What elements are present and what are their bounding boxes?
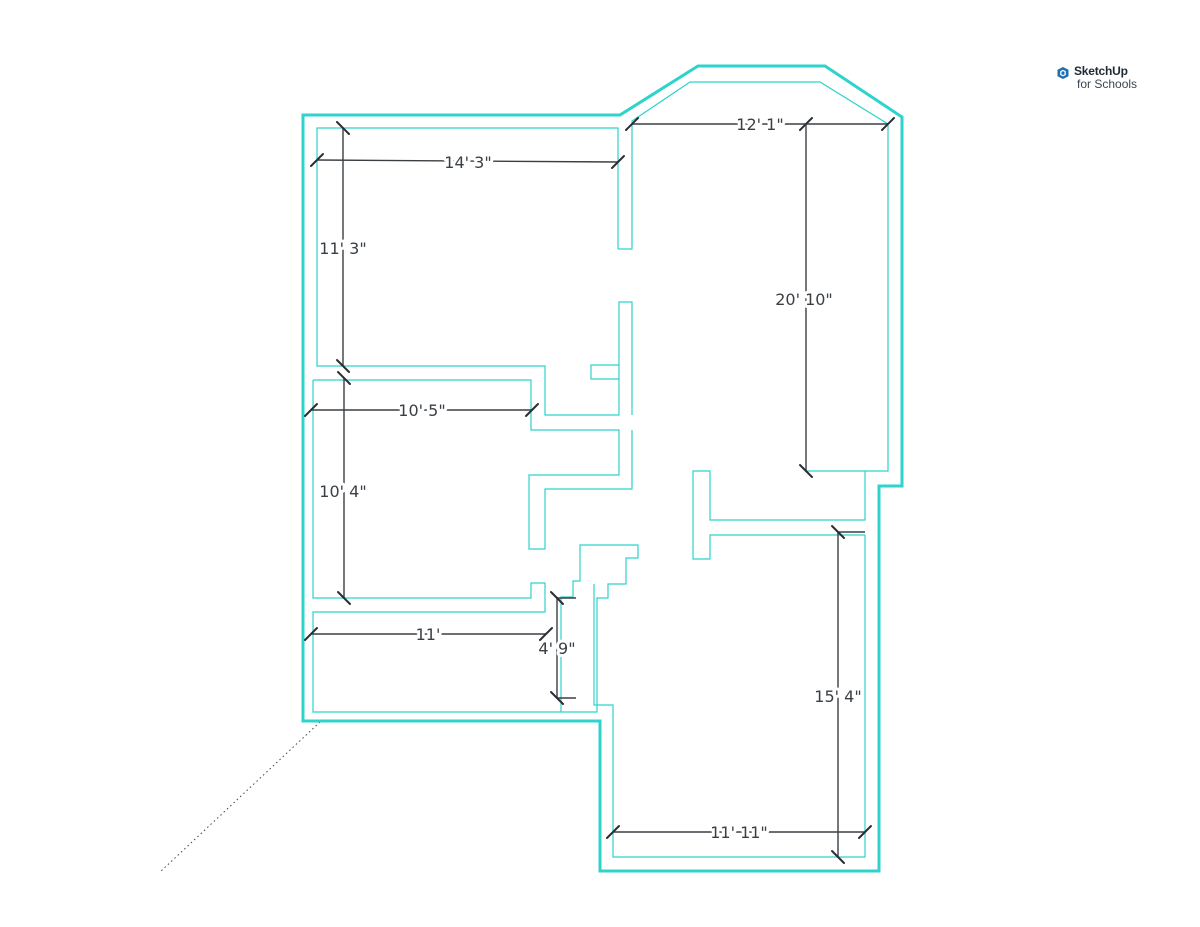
- brand-tagline: for Schools: [1077, 77, 1138, 91]
- dimension-label: 20' 10": [775, 290, 833, 309]
- outer-wall: [301, 64, 904, 873]
- closet-nub: [590, 364, 619, 380]
- dimension-label: 11': [416, 625, 441, 644]
- sketchup-for-schools-logo: SketchUp for Schools: [1056, 65, 1137, 91]
- kitchen-wall: [593, 535, 866, 858]
- living-partition: [692, 470, 866, 560]
- dimension-label: 11' 3": [319, 239, 366, 258]
- bedroom2-lower-wall: [312, 380, 639, 713]
- dimension-label: 10' 5": [398, 401, 445, 420]
- dimension-label: 11' 11": [710, 823, 768, 842]
- sketchup-logo-icon: [1057, 67, 1069, 79]
- door-jamb: [618, 128, 633, 250]
- brand-name: SketchUp: [1074, 64, 1128, 78]
- interior-walls: [312, 81, 889, 858]
- dimension-label: 10' 4": [319, 482, 366, 501]
- dimension-label: 15' 4": [814, 687, 861, 706]
- bedroom1-wall: [316, 127, 633, 416]
- dimension-labels: 14' 3" 11' 3" 12' 1" 20' 10" 10' 5" 10' …: [316, 112, 864, 845]
- bedroom2-wall: [313, 379, 633, 550]
- axis-guide-line: [159, 721, 321, 873]
- living-wall: [631, 81, 889, 472]
- dimension-label: 12' 1": [736, 115, 783, 134]
- dimension-label: 4' 9": [538, 639, 575, 658]
- dimension-lines: [304, 117, 895, 864]
- dimension-label: 14' 3": [444, 153, 491, 172]
